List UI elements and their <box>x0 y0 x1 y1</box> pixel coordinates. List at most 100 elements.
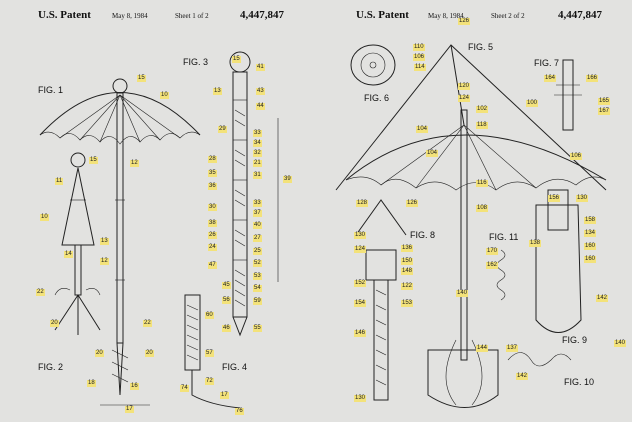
ref-numeral: 106 <box>570 153 583 160</box>
ref-numeral: 37 <box>253 210 262 217</box>
ref-numeral: 21 <box>253 160 262 167</box>
ref-numeral: 26 <box>208 232 217 239</box>
ref-numeral: 28 <box>208 156 217 163</box>
fig-1-label: FIG. 1 <box>38 85 64 95</box>
ref-numeral: 17 <box>220 392 229 399</box>
ref-numeral: 16 <box>130 383 139 390</box>
ref-numeral: 25 <box>253 248 262 255</box>
ref-numeral: 100 <box>526 100 539 107</box>
fig-2-label: FIG. 2 <box>38 362 64 372</box>
ref-numeral: 55 <box>253 325 262 332</box>
ref-numeral: 158 <box>584 217 597 224</box>
ref-numeral: 114 <box>414 64 426 71</box>
header-patent-number: 4,447,847 <box>240 9 284 21</box>
ref-numeral: 148 <box>401 268 414 275</box>
ref-numeral: 130 <box>354 395 367 402</box>
ref-numeral: 160 <box>584 243 597 250</box>
fig-10-label: FIG. 10 <box>564 377 595 387</box>
ref-numeral: 45 <box>222 282 231 289</box>
ref-numeral: 144 <box>476 345 489 352</box>
ref-numeral: 160 <box>584 256 597 263</box>
ref-numeral: 128 <box>356 200 369 207</box>
ref-numeral: 170 <box>486 248 499 255</box>
ref-numeral: 60 <box>205 312 214 319</box>
ref-numeral: 15 <box>137 75 146 82</box>
ref-numeral: 118 <box>476 122 488 129</box>
ref-numeral: 10 <box>40 214 49 221</box>
ref-numeral: 43 <box>256 88 265 95</box>
ref-numeral: 104 <box>416 126 429 133</box>
ref-numeral: 134 <box>584 230 597 237</box>
ref-numeral: 52 <box>253 260 262 267</box>
ref-numeral: 54 <box>253 285 262 292</box>
ref-numeral: 74 <box>180 385 189 392</box>
sheet-1-drawings <box>39 51 279 409</box>
sheet-2: U.S. Patent May 8, 1984 Sheet 2 of 2 4,4… <box>316 0 632 422</box>
ref-numeral: 32 <box>253 150 262 157</box>
header-date: May 8, 1984 <box>428 12 464 20</box>
header-sheet: Sheet 2 of 2 <box>491 12 525 20</box>
ref-numeral: 29 <box>218 126 227 133</box>
ref-numeral: 33 <box>253 200 262 207</box>
header-sheet: Sheet 1 of 2 <box>175 12 209 20</box>
ref-numeral: 120 <box>458 83 471 90</box>
ref-numeral: 152 <box>354 280 367 287</box>
ref-numeral: 116 <box>476 180 488 187</box>
ref-numeral: 13 <box>100 238 109 245</box>
ref-numeral: 39 <box>283 176 292 183</box>
ref-numeral: 44 <box>256 103 265 110</box>
ref-numeral: 72 <box>205 378 214 385</box>
ref-numeral: 154 <box>354 300 367 307</box>
ref-numeral: 76 <box>235 408 244 415</box>
ref-numeral: 33 <box>253 130 262 137</box>
ref-numeral: 162 <box>486 262 499 269</box>
ref-numeral: 137 <box>506 345 519 352</box>
header-left-label: U.S. Patent <box>38 9 91 21</box>
ref-numeral: 130 <box>576 195 589 202</box>
ref-numeral: 166 <box>586 75 599 82</box>
ref-numeral: 14 <box>64 251 73 258</box>
ref-numeral: 146 <box>354 330 367 337</box>
fig-11-label: FIG. 11 <box>489 232 519 242</box>
ref-numeral: 35 <box>208 170 217 177</box>
ref-numeral: 140 <box>456 290 469 297</box>
ref-numeral: 165 <box>598 98 611 105</box>
ref-numeral: 104 <box>426 150 439 157</box>
ref-numeral: 126 <box>458 18 471 25</box>
ref-numeral: 53 <box>253 273 262 280</box>
fig-5-label: FIG. 5 <box>468 42 494 52</box>
ref-numeral: 36 <box>208 183 217 190</box>
ref-numeral: 22 <box>36 289 45 296</box>
ref-numeral: 124 <box>354 246 367 253</box>
ref-numeral: 18 <box>87 380 96 387</box>
ref-numeral: 126 <box>406 200 419 207</box>
fig-7-label: FIG. 7 <box>534 58 560 68</box>
ref-numeral: 59 <box>253 298 262 305</box>
ref-numeral: 164 <box>544 75 557 82</box>
ref-numeral: 167 <box>598 108 611 115</box>
ref-numeral: 140 <box>614 340 627 347</box>
ref-numeral: 12 <box>100 258 109 265</box>
ref-numeral: 34 <box>253 140 262 147</box>
ref-numeral: 150 <box>401 258 414 265</box>
ref-numeral: 156 <box>548 195 561 202</box>
header-date: May 8, 1984 <box>112 12 148 20</box>
ref-numeral: 153 <box>401 300 414 307</box>
ref-numeral: 17 <box>125 406 134 413</box>
ref-numeral: 20 <box>145 350 154 357</box>
fig-8-label: FIG. 8 <box>410 230 436 240</box>
ref-numeral: 30 <box>208 204 217 211</box>
ref-numeral: 38 <box>208 220 217 227</box>
fig-4-label: FIG. 4 <box>222 362 248 372</box>
ref-numeral: 12 <box>130 160 139 167</box>
ref-numeral: 108 <box>476 205 489 212</box>
fig-9-label: FIG. 9 <box>562 335 588 345</box>
ref-numeral: 46 <box>222 325 231 332</box>
ref-numeral: 10 <box>160 92 169 99</box>
ref-numeral: 56 <box>222 297 231 304</box>
ref-numeral: 130 <box>354 232 367 239</box>
ref-numeral: 27 <box>253 235 262 242</box>
fig-6-label: FIG. 6 <box>364 93 390 103</box>
ref-numeral: 106 <box>413 54 426 61</box>
